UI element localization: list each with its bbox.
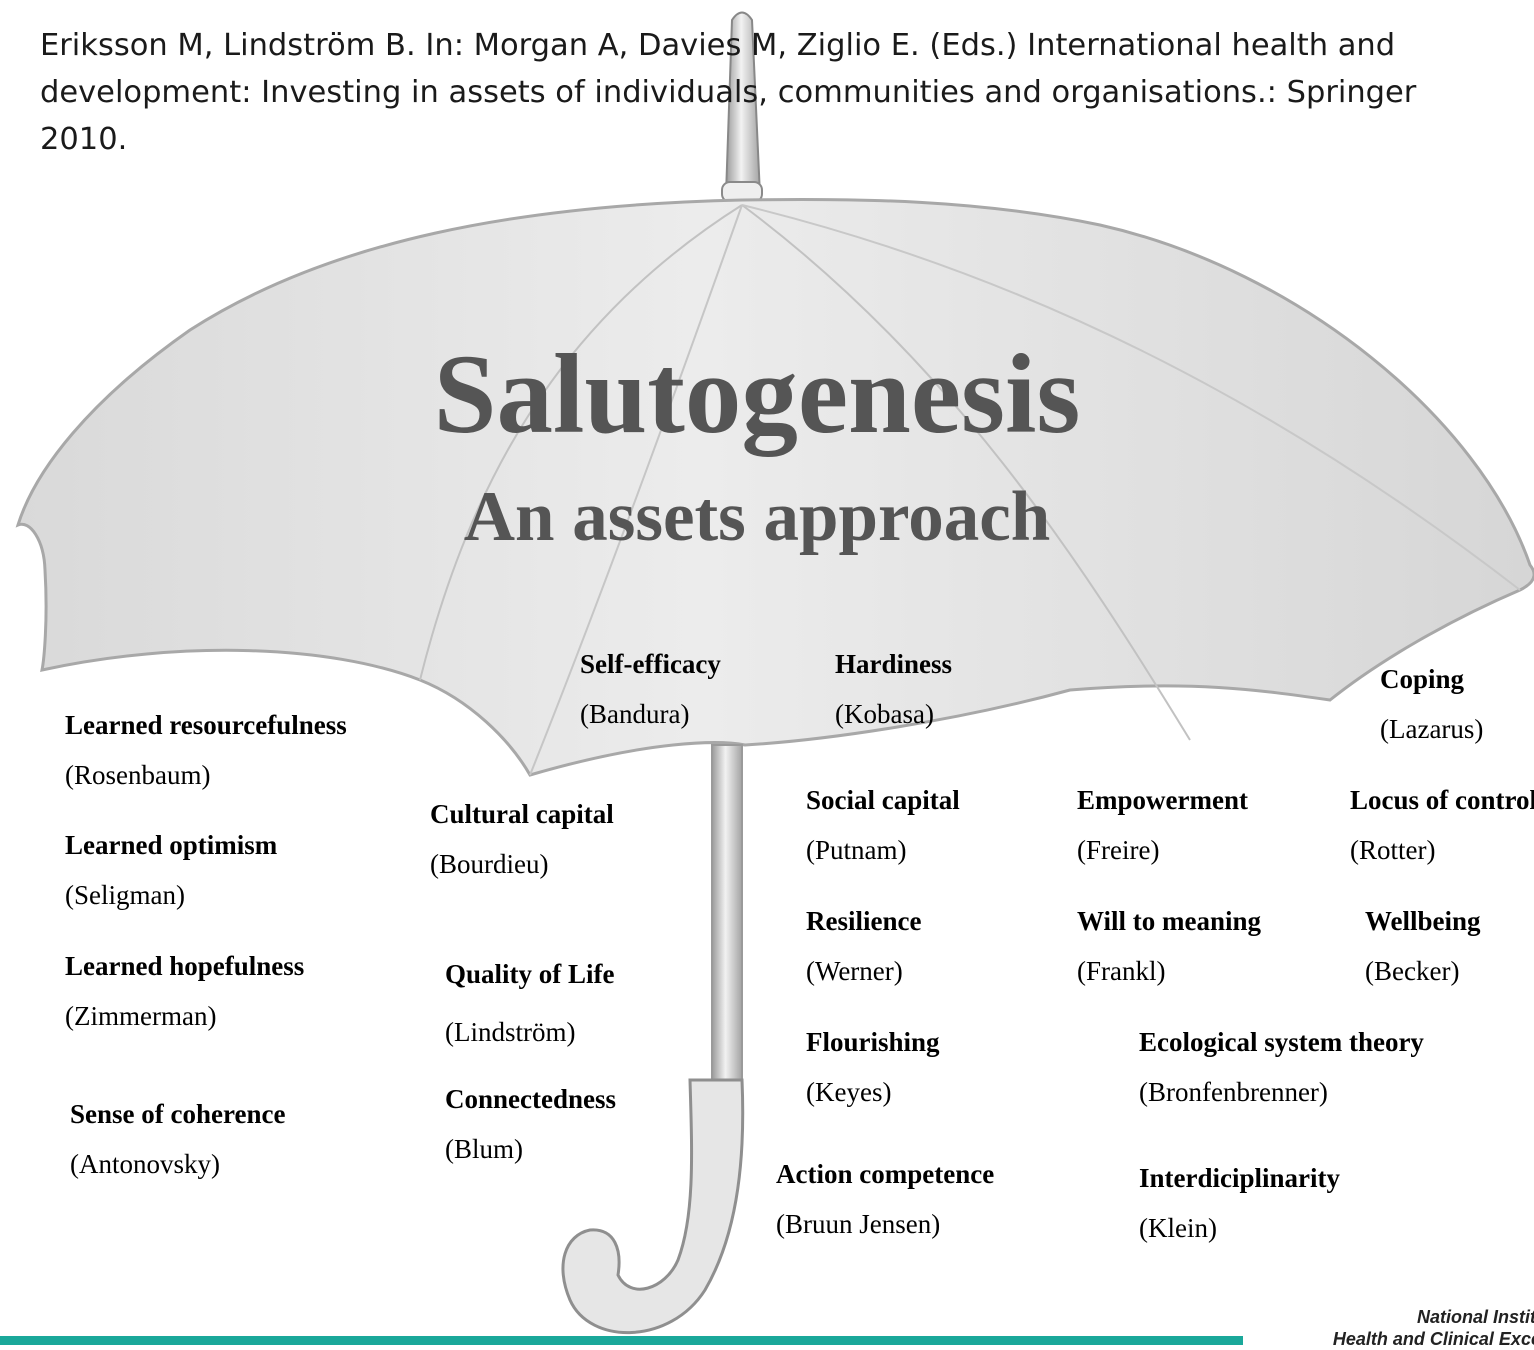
concept-connectedness: Connectedness (Blum): [445, 1074, 616, 1174]
concept-author: (Frankl): [1077, 956, 1166, 986]
concept-author: (Bruun Jensen): [776, 1209, 941, 1239]
concept-name: Ecological system theory: [1139, 1027, 1424, 1057]
concept-author: (Keyes): [806, 1077, 892, 1107]
footer-accent-bar: [0, 1336, 1243, 1345]
concept-author: (Freire): [1077, 835, 1160, 865]
concept-author: (Blum): [445, 1134, 523, 1164]
umbrella-tip: [724, 11, 762, 196]
concept-learned-resourcefulness: Learned resourcefulness (Rosenbaum): [65, 700, 347, 800]
citation-text: Eriksson M, Lindström B. In: Morgan A, D…: [40, 28, 1417, 157]
umbrella-handle: [561, 1078, 745, 1334]
concept-author: (Rosenbaum): [65, 760, 211, 790]
concept-author: (Bandura): [580, 699, 690, 729]
concept-name: Social capital: [806, 785, 960, 815]
diagram-subtitle: An assets approach: [463, 478, 1051, 556]
concept-name: Learned hopefulness: [65, 951, 305, 981]
canopy-rib-right: [741, 204, 1191, 741]
canopy-rib-far-right: [741, 204, 1521, 591]
umbrella-canopy: [15, 197, 1534, 777]
concept-empowerment: Empowerment (Freire): [1077, 775, 1248, 875]
concept-flourishing: Flourishing (Keyes): [806, 1017, 940, 1117]
concept-name: Action competence: [776, 1159, 995, 1189]
diagram-title: Salutogenesis: [433, 332, 1081, 457]
concept-resilience: Resilience (Werner): [806, 896, 921, 996]
concept-will-to-meaning: Will to meaning (Frankl): [1077, 896, 1261, 996]
concept-author: (Becker): [1365, 956, 1460, 986]
concept-quality-of-life: Quality of Life (Lindström): [445, 945, 615, 1061]
concept-name: Quality of Life: [445, 959, 615, 989]
concept-name: Empowerment: [1077, 785, 1248, 815]
concept-name: Flourishing: [806, 1027, 940, 1057]
concept-wellbeing: Wellbeing (Becker): [1365, 896, 1481, 996]
concept-author: (Rotter): [1350, 835, 1436, 865]
canopy-rib-left: [419, 204, 743, 681]
concept-name: Sense of coherence: [70, 1099, 286, 1129]
concept-author: (Lazarus): [1380, 714, 1484, 744]
concept-name: Interdiciplinarity: [1139, 1163, 1340, 1193]
concept-author: (Kobasa): [835, 699, 934, 729]
concept-interdiciplinarity: Interdiciplinarity (Klein): [1139, 1153, 1340, 1253]
concept-sense-of-coherence: Sense of coherence (Antonovsky): [70, 1089, 285, 1189]
concept-cultural-capital: Cultural capital (Bourdieu): [430, 789, 614, 889]
concept-name: Locus of control: [1350, 785, 1534, 815]
concept-name: Wellbeing: [1365, 906, 1481, 936]
concept-locus-of-control: Locus of control (Rotter): [1350, 775, 1534, 875]
concept-author: (Lindström): [445, 1017, 576, 1047]
concept-author: (Antonovsky): [70, 1149, 220, 1179]
concept-ecological-system-theory: Ecological system theory (Bronfenbrenner…: [1139, 1017, 1424, 1117]
concept-author: (Zimmerman): [65, 1001, 217, 1031]
concept-name: Resilience: [806, 906, 922, 936]
concept-author: (Bronfenbrenner): [1139, 1077, 1328, 1107]
concept-author: (Werner): [806, 956, 903, 986]
footer-org-logo-text: National Institute for Health and Clinic…: [1332, 1307, 1534, 1349]
canopy-rib-center: [529, 204, 743, 776]
concept-name: Hardiness: [835, 649, 953, 679]
concept-author: (Bourdieu): [430, 849, 549, 879]
concept-name: Coping: [1380, 664, 1465, 694]
concept-coping: Coping (Lazarus): [1380, 654, 1483, 754]
concept-learned-optimism: Learned optimism (Seligman): [65, 820, 277, 920]
concept-self-efficacy: Self-efficacy (Bandura): [580, 639, 721, 739]
concept-name: Cultural capital: [430, 799, 614, 829]
concept-name: Self-efficacy: [580, 649, 721, 679]
concept-author: (Putnam): [806, 835, 907, 865]
concept-social-capital: Social capital (Putnam): [806, 775, 960, 875]
concept-name: Will to meaning: [1077, 906, 1262, 936]
concept-learned-hopefulness: Learned hopefulness (Zimmerman): [65, 941, 304, 1041]
concept-hardiness: Hardiness (Kobasa): [835, 639, 952, 739]
concept-author: (Seligman): [65, 880, 185, 910]
concept-author: (Klein): [1139, 1213, 1217, 1243]
umbrella-shaft: [711, 744, 743, 1086]
concept-name: Learned resourcefulness: [65, 710, 347, 740]
concept-name: Learned optimism: [65, 830, 278, 860]
concept-action-competence: Action competence (Bruun Jensen): [776, 1149, 994, 1249]
concept-name: Connectedness: [445, 1084, 617, 1114]
